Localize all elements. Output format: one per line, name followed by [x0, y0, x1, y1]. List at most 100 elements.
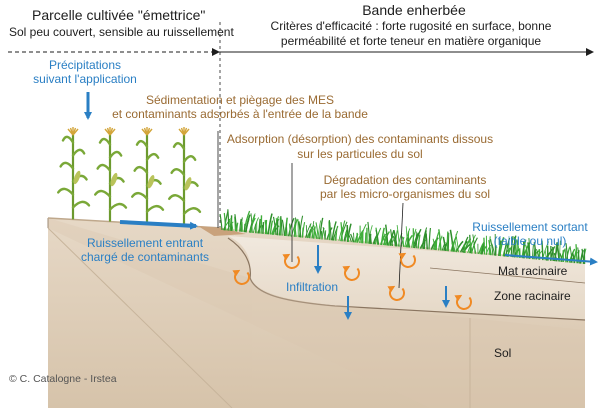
- grass-blade: [315, 222, 319, 240]
- sedimentation-label-2: et contaminants adsorbés à l'entrée de l…: [112, 107, 368, 121]
- runoff-out-label-1: Ruissellement sortant: [472, 220, 588, 234]
- grass-blade: [559, 252, 563, 263]
- grass-blade: [417, 234, 421, 249]
- grass-blade: [273, 216, 280, 236]
- grass-blade: [249, 214, 256, 233]
- grass-blade: [463, 244, 466, 253]
- grass-blade: [407, 237, 411, 248]
- grass-blade: [367, 225, 373, 244]
- grass-blade: [353, 232, 355, 243]
- grass-blade: [367, 221, 371, 244]
- left-subtitle: Sol peu couvert, sensible au ruisselleme…: [9, 25, 234, 39]
- grass-blade: [472, 234, 476, 254]
- grass-blade: [577, 247, 580, 264]
- grass-blade: [415, 231, 418, 249]
- zone-racinaire-label: Zone racinaire: [494, 289, 571, 303]
- grass-blade: [432, 238, 436, 251]
- mat-racinaire-label: Mat racinaire: [498, 264, 568, 278]
- grass-blade: [545, 248, 553, 261]
- grass-blade: [553, 252, 558, 262]
- root-zone-boundary: [227, 237, 586, 321]
- grass-blade: [413, 228, 422, 249]
- cycle-arrow-icon: [232, 269, 250, 285]
- grass-blade: [340, 220, 346, 242]
- grass-blade: [455, 234, 459, 253]
- runoff-out-label-2: (faible ou nul): [493, 234, 567, 248]
- grass-blade: [568, 248, 576, 263]
- grass-blade: [340, 222, 343, 242]
- degradation-label-2: par les micro-organismes du sol: [319, 187, 491, 201]
- grass-blade: [293, 224, 297, 238]
- corn-plant: [94, 127, 128, 222]
- runoff-in-label-1: Ruissellement entrant: [86, 236, 204, 250]
- precipitation-label-1: Précipitations: [48, 58, 122, 72]
- grass-blade: [322, 226, 326, 240]
- pointer-lines: [217, 131, 404, 289]
- grass-blade: [280, 215, 283, 236]
- cycle-arrow-icon: [454, 294, 472, 310]
- grass-blade: [264, 220, 268, 235]
- credit-text: © C. Catalogne - Irstea: [9, 373, 117, 385]
- grass-blade: [401, 236, 405, 247]
- corn-plant: [168, 127, 202, 226]
- grass-blade: [581, 248, 585, 264]
- header-divider: [8, 22, 594, 240]
- grass-blade: [461, 236, 469, 253]
- grass-blade: [468, 234, 476, 254]
- grass-blade: [462, 243, 471, 254]
- grass-blade: [311, 221, 315, 239]
- grass-blade: [393, 236, 396, 247]
- grass-blade: [350, 233, 354, 243]
- grass-blade: [442, 236, 447, 251]
- grass-blade: [571, 252, 576, 264]
- runoff-out-arrow: [504, 254, 598, 266]
- grass-blade: [308, 229, 312, 239]
- degradation-cycles: [232, 252, 472, 310]
- corn-plant: [57, 127, 91, 220]
- sol-label: Sol: [494, 346, 512, 360]
- grass-blade: [423, 230, 427, 250]
- grass-blade: [305, 225, 308, 238]
- runoff-in-label-2: chargé de contaminants: [80, 250, 210, 264]
- precipitation-label-2: suivant l'application: [33, 72, 137, 86]
- grass-blade: [390, 229, 393, 247]
- grass-blade: [382, 231, 390, 246]
- grass-blade: [223, 212, 227, 231]
- grass-blade: [244, 214, 251, 233]
- grass-blade: [569, 246, 573, 263]
- grass-blade: [281, 219, 286, 236]
- sediment-deposit: [198, 226, 246, 236]
- grass-blade: [451, 242, 456, 252]
- grass-blade: [490, 239, 494, 256]
- corn-plants: [57, 127, 202, 226]
- grass-blade: [345, 231, 350, 243]
- grass-blade: [473, 244, 477, 254]
- grass-blade: [312, 228, 318, 239]
- right-line-2: perméabilité et forte teneur en matière …: [280, 34, 542, 48]
- grass-blade: [267, 213, 273, 235]
- corn-plant: [131, 127, 165, 224]
- grass-blade: [335, 225, 338, 241]
- grass-blade: [468, 239, 473, 254]
- grass-blade: [331, 221, 337, 241]
- grass-blade: [272, 216, 277, 236]
- grass-blade: [375, 229, 380, 245]
- soil-block: [47, 218, 586, 408]
- grass-blade: [245, 219, 250, 233]
- grass-blade: [384, 224, 389, 246]
- infiltration-label: Infiltration: [286, 280, 339, 294]
- grass-blade: [269, 220, 274, 235]
- grass-blade: [405, 226, 408, 248]
- right-line-1: Critères d'efficacité : forte rugosité e…: [270, 19, 552, 33]
- cycle-arrow-icon: [387, 285, 405, 301]
- grass-blade: [261, 224, 264, 234]
- grass-blade: [491, 243, 496, 256]
- grass-blade: [428, 227, 431, 250]
- grass-blade: [503, 241, 507, 257]
- grass-blade: [298, 221, 302, 238]
- grass-blade: [489, 246, 492, 256]
- left-title: Parcelle cultivée "émettrice": [32, 7, 206, 23]
- grass-blade: [384, 233, 388, 246]
- grass-blade: [380, 227, 385, 246]
